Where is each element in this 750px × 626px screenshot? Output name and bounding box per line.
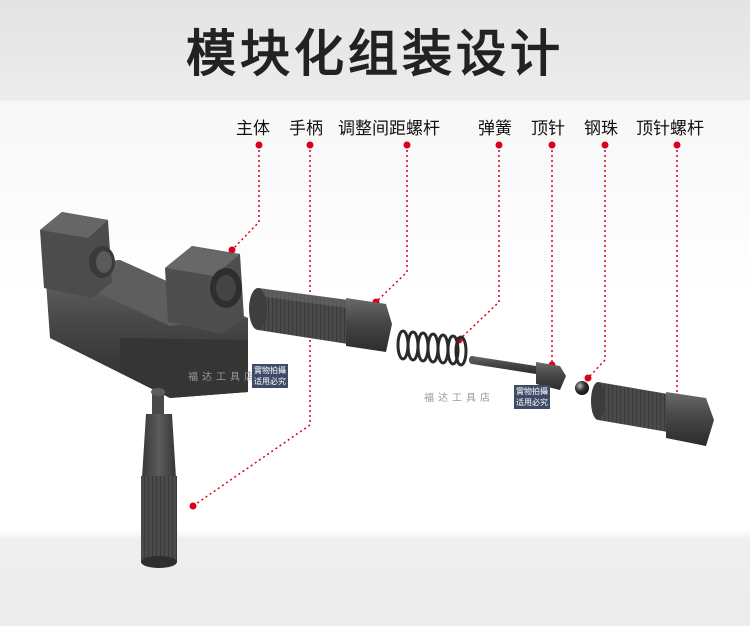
leader-spacing-screw <box>375 145 408 303</box>
leader-handle <box>192 145 311 507</box>
page-title: 模块化组装设计 <box>186 25 564 83</box>
leader-lines <box>192 145 678 507</box>
stamp-line1: 實物拍攝 <box>254 366 286 375</box>
main-body-part <box>40 212 248 398</box>
pin-screw-part <box>591 382 714 446</box>
leader-main-body <box>231 145 260 251</box>
stamp-line2: 适用必究 <box>516 398 548 407</box>
stamp-line2: 适用必究 <box>254 377 286 386</box>
label-steel-ball: 钢珠 <box>584 119 618 139</box>
stamp-line1: 實物拍攝 <box>516 387 548 396</box>
leader-spring <box>458 145 500 341</box>
pin-part <box>469 356 566 390</box>
title-bar <box>0 0 750 100</box>
label-spacing-screw: 调整间距螺杆 <box>338 119 440 139</box>
steel-ball-part <box>575 381 589 395</box>
watermark-shop-name-1: 福达工具店 <box>188 372 258 383</box>
spacing-screw-part <box>249 288 392 352</box>
label-pin: 顶针 <box>531 119 565 139</box>
handle-part <box>141 388 177 568</box>
label-main-body: 主体 <box>236 119 270 139</box>
watermark-stamp-1: 實物拍攝 适用必究 <box>252 364 288 388</box>
label-pin-screw: 顶针螺杆 <box>636 119 704 139</box>
watermark-shop-name-2: 福达工具店 <box>424 393 494 404</box>
watermark-stamp-2: 實物拍攝 适用必究 <box>514 385 550 409</box>
spring-part <box>396 329 468 367</box>
label-spring: 弹簧 <box>478 119 512 139</box>
leader-steel-ball <box>587 145 606 379</box>
label-handle: 手柄 <box>289 119 323 139</box>
